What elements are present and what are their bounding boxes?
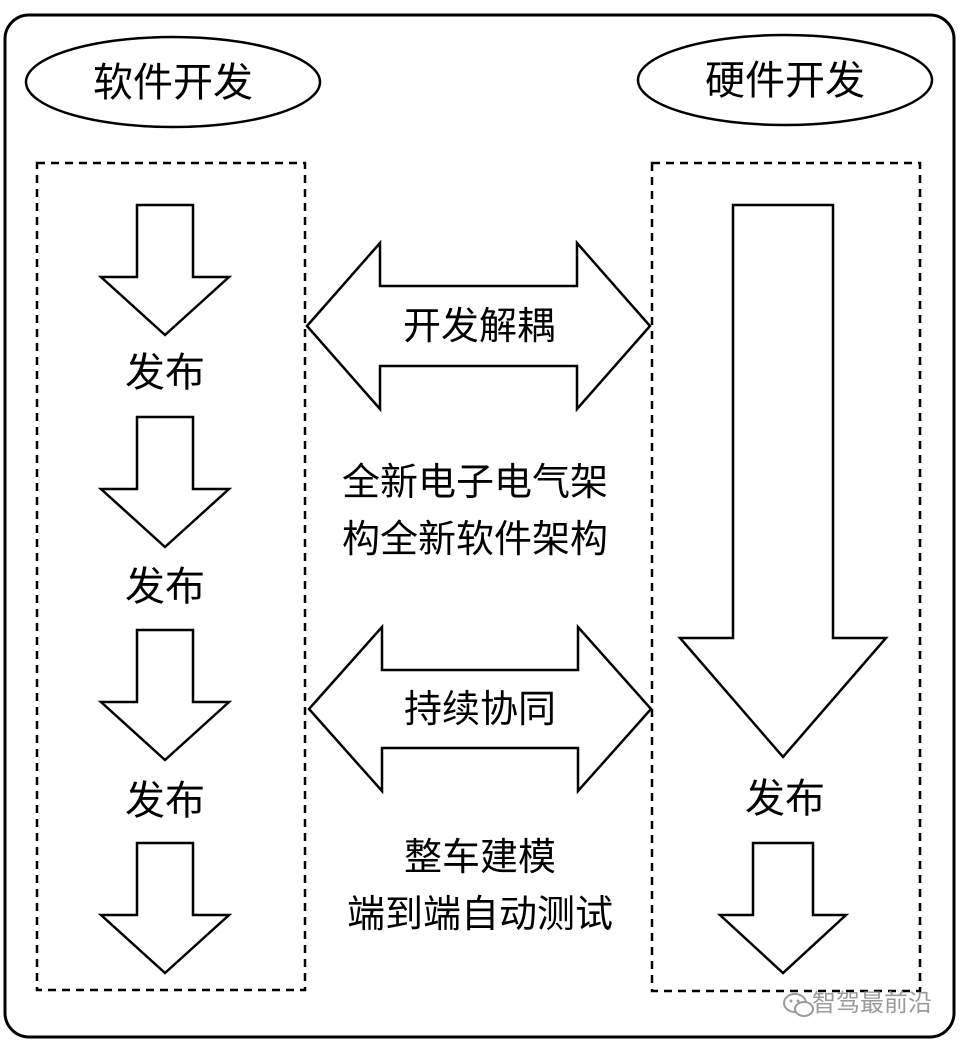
- hardware-title-ellipse: [636, 33, 934, 127]
- testing-line-2: 端到端自动测试: [347, 892, 613, 936]
- software-release-label-2: 发布: [125, 564, 205, 610]
- software-down-arrow-1: [97, 203, 233, 337]
- hardware-title: 硬件开发: [705, 58, 865, 104]
- architecture-line-2: 构全新软件架构: [342, 517, 608, 561]
- software-down-arrow-3: [97, 628, 233, 762]
- software-release-label-3: 发布: [125, 778, 205, 824]
- software-title: 软件开发: [93, 60, 253, 106]
- decoupling-double-arrow: [305, 239, 652, 413]
- decoupling-label: 开发解耦: [403, 304, 555, 348]
- testing-line-1: 整车建模: [404, 835, 556, 879]
- collaboration-double-arrow: [307, 623, 653, 795]
- hardware-long-down-arrow: [677, 203, 889, 759]
- architecture-line-1: 全新电子电气架: [342, 460, 608, 504]
- software-column-box: [35, 161, 307, 992]
- software-down-arrow-4: [97, 841, 233, 975]
- hardware-short-down-arrow: [716, 841, 850, 975]
- hardware-column-box: [650, 161, 922, 993]
- watermark-text: 智驾最前沿: [812, 989, 932, 1017]
- wechat-icon: [783, 993, 814, 1017]
- software-down-arrow-2: [97, 415, 233, 549]
- software-release-label-1: 发布: [125, 350, 205, 396]
- collaboration-label: 持续协同: [404, 687, 556, 731]
- outer-frame: [3, 13, 956, 1039]
- software-title-ellipse: [24, 35, 322, 129]
- hardware-release-label: 发布: [745, 776, 825, 822]
